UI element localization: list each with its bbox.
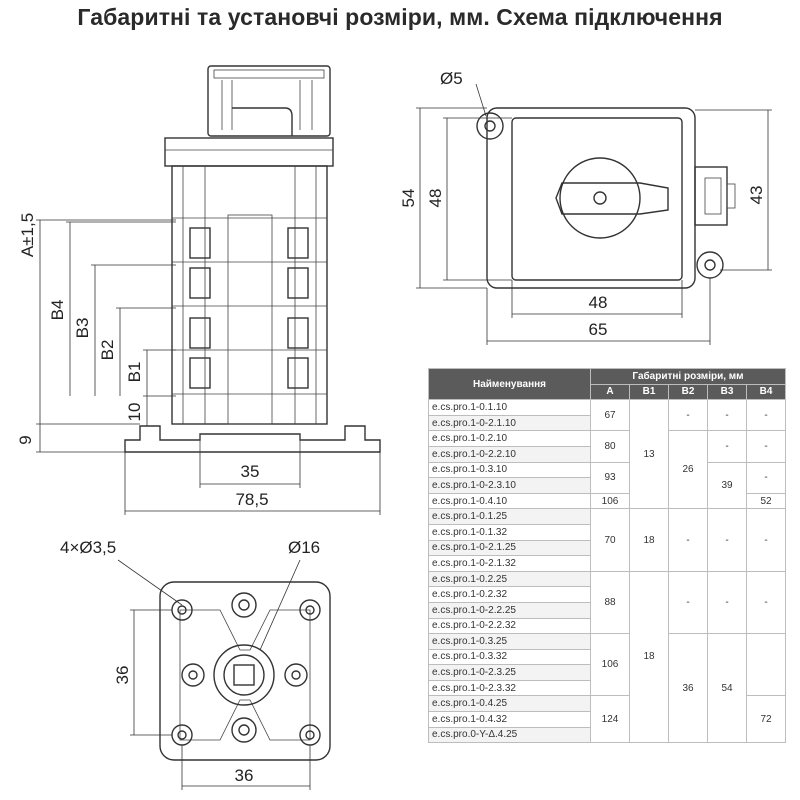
- table-row: e.cs.pro.1-0-2.2.32: [428, 617, 786, 635]
- dim-d16: Ø16: [288, 538, 320, 557]
- table-row: e.cs.pro.0-Y-Δ.4.25: [428, 726, 786, 744]
- table-row: e.cs.pro.1-0-2.1.10: [428, 414, 786, 432]
- col-b3: B3: [707, 383, 747, 401]
- dim-b4: B4: [48, 300, 67, 321]
- side-view: A±1,5 B4 B3 B2 B1 10 9 35 78,5: [16, 65, 381, 515]
- dim-36-h: 36: [235, 766, 254, 785]
- dim-78-5: 78,5: [235, 490, 268, 509]
- dim-43: 43: [747, 186, 766, 205]
- col-b2: B2: [668, 383, 708, 401]
- dim-b3: B3: [73, 318, 92, 339]
- dim-48-v: 48: [426, 189, 445, 208]
- dim-b1: B1: [125, 362, 144, 383]
- dim-48-h: 48: [589, 293, 608, 312]
- table-row: e.cs.pro.1-0-2.2.25: [428, 601, 786, 619]
- dim-65: 65: [589, 320, 608, 339]
- dim-36-v: 36: [113, 666, 132, 685]
- col-b1: B1: [629, 383, 669, 401]
- dim-a: A±1,5: [18, 213, 37, 257]
- dim-54: 54: [399, 189, 418, 208]
- table-row: e.cs.pro.1-0-2.1.25: [428, 539, 786, 557]
- dim-d5: Ø5: [440, 69, 463, 88]
- table-row: e.cs.pro.1-0.2.10 80 26 - -: [428, 430, 786, 510]
- header-name: Найменування: [428, 367, 591, 401]
- dim-35: 35: [241, 462, 260, 481]
- table-row: e.cs.pro.1-0.1.25 70 18 - - -: [428, 508, 786, 572]
- dim-4x-d3-5: 4×Ø3,5: [60, 538, 116, 557]
- table-row: e.cs.pro.1-0-2.3.32: [428, 679, 786, 697]
- dim-9: 9: [16, 435, 35, 444]
- dimensions-table: Найменування Габаритні розміри, мм A B1 …: [428, 367, 786, 744]
- table-row: e.cs.pro.1-0.3.25 106 36 54 -: [428, 633, 786, 744]
- table-row: e.cs.pro.1-0.4.32: [428, 711, 786, 728]
- page-title: Габаритні та установчі розміри, мм. Схем…: [77, 4, 723, 30]
- table-row: e.cs.pro.1-0-2.3.25: [428, 664, 786, 681]
- header-group: Габаритні розміри, мм: [590, 368, 786, 385]
- col-b4: B4: [746, 383, 786, 401]
- dim-10: 10: [125, 403, 144, 422]
- table-row: e.cs.pro.1-0.3.32: [428, 648, 786, 666]
- table-row: e.cs.pro.1-0-2.3.10: [428, 477, 786, 494]
- front-view: Ø5 54 48 43 48 65: [399, 69, 772, 345]
- table-row: e.cs.pro.1-0.4.25 124 72: [428, 695, 786, 744]
- col-a: A: [590, 383, 630, 401]
- bottom-view: 4×Ø3,5 Ø16 36 36: [60, 538, 331, 790]
- dim-b2: B2: [98, 340, 117, 361]
- table-row: e.cs.pro.1-0.2.25 88 18 - - -: [428, 570, 786, 744]
- table-row: e.cs.pro.1-0-2.1.32: [428, 555, 786, 572]
- table-row: e.cs.pro.1-0.2.32: [428, 586, 786, 603]
- table-row: e.cs.pro.1-0.3.10 93 39 -: [428, 461, 786, 510]
- table-row: e.cs.pro.1-0.1.10 67 13 - - -: [428, 399, 786, 510]
